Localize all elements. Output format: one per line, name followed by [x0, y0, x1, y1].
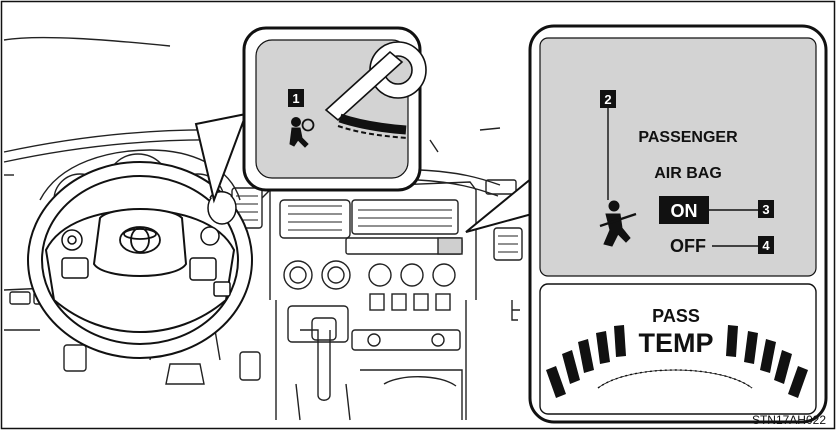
callout-number-1: 1 [292, 91, 299, 106]
callout-number-3: 3 [762, 202, 769, 217]
callout-badge-3: 3 [758, 200, 774, 218]
callout-number-4: 4 [762, 238, 770, 253]
figure-code: STN17AH022 [752, 413, 826, 427]
airbag-label: AIR BAG [654, 165, 722, 182]
callout-badge-4: 4 [758, 236, 774, 254]
on-indicator-label: ON [671, 201, 698, 221]
zoom-bubble-1 [244, 28, 426, 190]
callout-badge-1: 1 [288, 89, 304, 107]
off-indicator-label: OFF [670, 236, 706, 256]
on-indicator: ON [659, 196, 709, 224]
pass-label: PASS [652, 306, 700, 326]
passenger-label: PASSENGER [638, 129, 738, 146]
callout-number-2: 2 [604, 92, 611, 107]
temp-label: TEMP [638, 328, 713, 358]
callout-badge-2: 2 [600, 90, 616, 108]
